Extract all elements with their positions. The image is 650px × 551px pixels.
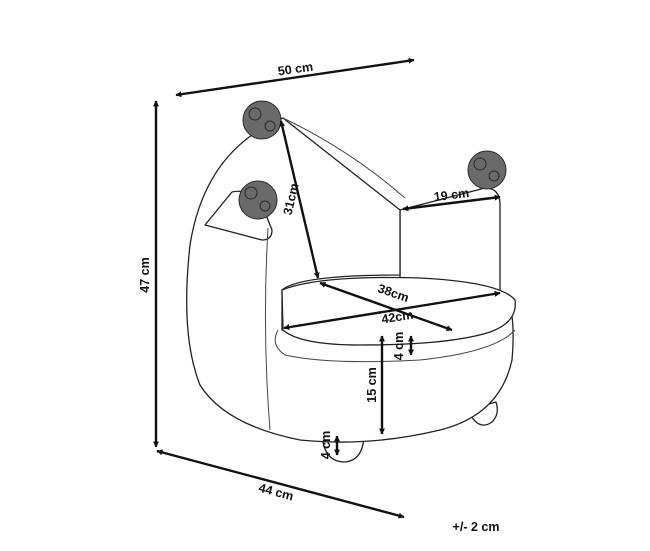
dimension-labels: 50 cm 47 cm 44 cm 31cm 19 cm 38cm 42cm 4… — [138, 60, 499, 534]
dim-line-back-height — [279, 120, 320, 279]
label-cushion: 4 cm — [392, 332, 406, 361]
label-tolerance: +/- 2 cm — [453, 520, 500, 534]
dim-line-depth — [156, 449, 405, 519]
dimension-lines — [153, 57, 501, 519]
label-width: 50 cm — [277, 60, 314, 79]
dim-line-seat-width — [283, 290, 501, 331]
dim-line-width — [175, 57, 415, 98]
label-depth: 44 cm — [257, 481, 295, 504]
dim-line-armrest — [402, 194, 501, 212]
label-armrest: 19 cm — [433, 186, 470, 204]
seat-cushion-front-edge — [274, 329, 516, 363]
chair-seam-left — [264, 227, 271, 431]
pompom-top-left — [242, 100, 282, 140]
label-leg: 4 cm — [319, 431, 333, 460]
pompom-right — [467, 150, 507, 190]
armchair-drawing — [186, 100, 516, 463]
chair-leg-right — [467, 401, 498, 426]
label-seat-width: 42cm — [380, 308, 414, 327]
pompom-middle-left — [238, 180, 278, 220]
label-seat-height: 15 cm — [365, 367, 379, 402]
label-height: 47 cm — [138, 257, 152, 292]
